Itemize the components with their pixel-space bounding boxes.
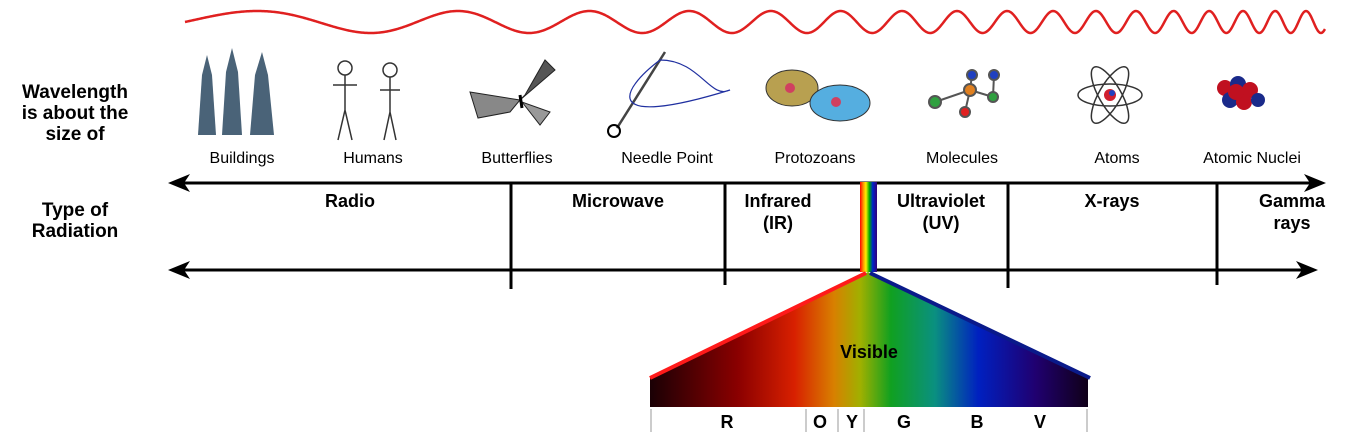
size-label: Atomic Nuclei (1203, 150, 1301, 167)
type-label-line: Type of (42, 200, 109, 221)
radiation-label-infrared: Infrared (744, 191, 811, 211)
radiation-label-gamma: rays (1273, 213, 1310, 233)
wave-line (184, 9, 1327, 35)
color-label-orange: O (813, 412, 827, 432)
visible-spectrum: Visible R O Y G B V (649, 271, 1091, 432)
wavelength-label: Wavelength is about the size of (22, 82, 129, 145)
size-label: Molecules (926, 150, 998, 167)
wavelength-label-line: Wavelength (22, 82, 128, 103)
visible-title: Visible (840, 342, 898, 362)
wavelength-label-line: is about the (22, 103, 129, 124)
atom-icon (1077, 65, 1143, 125)
radiation-types: Radio Microwave Infrared (IR) Ultraviole… (325, 191, 1326, 233)
blue-edge (869, 271, 1091, 380)
protozoans-icon (765, 69, 871, 122)
color-label-red: R (721, 412, 734, 432)
size-label: Protozoans (775, 150, 856, 167)
needle-icon (607, 51, 731, 138)
red-edge (649, 271, 867, 380)
color-label-yellow: Y (846, 412, 858, 432)
size-label: Humans (343, 150, 403, 167)
type-label-line: Radiation (32, 221, 119, 242)
butterfly-icon (469, 59, 556, 126)
radiation-label-ultraviolet: Ultraviolet (897, 191, 985, 211)
atomic-nucleus-icon (1217, 76, 1265, 110)
radiation-label-xrays: X-rays (1084, 191, 1139, 211)
size-label: Needle Point (621, 150, 713, 167)
size-label: Buildings (210, 150, 275, 167)
radiation-label-ultraviolet: (UV) (923, 213, 960, 233)
size-label: Atoms (1094, 150, 1139, 167)
radiation-label-radio: Radio (325, 191, 375, 211)
radiation-label-microwave: Microwave (572, 191, 664, 211)
humans-icon (333, 60, 400, 141)
color-label-violet: V (1034, 412, 1046, 432)
visible-band-strip (860, 182, 877, 272)
color-label-blue: B (971, 412, 984, 432)
size-label: Butterflies (481, 150, 552, 167)
wavelength-label-line: size of (45, 124, 105, 145)
spectrum-arrows (168, 174, 1326, 289)
buildings-icon (198, 48, 274, 135)
color-label-green: G (897, 412, 911, 432)
molecule-icon (928, 69, 1000, 118)
radiation-label-gamma: Gamma (1259, 191, 1326, 211)
size-examples: Buildings Humans Butterflies Needle Poin… (210, 150, 1301, 167)
radiation-label-infrared: (IR) (763, 213, 793, 233)
radiation-type-label: Type of Radiation (32, 200, 119, 242)
